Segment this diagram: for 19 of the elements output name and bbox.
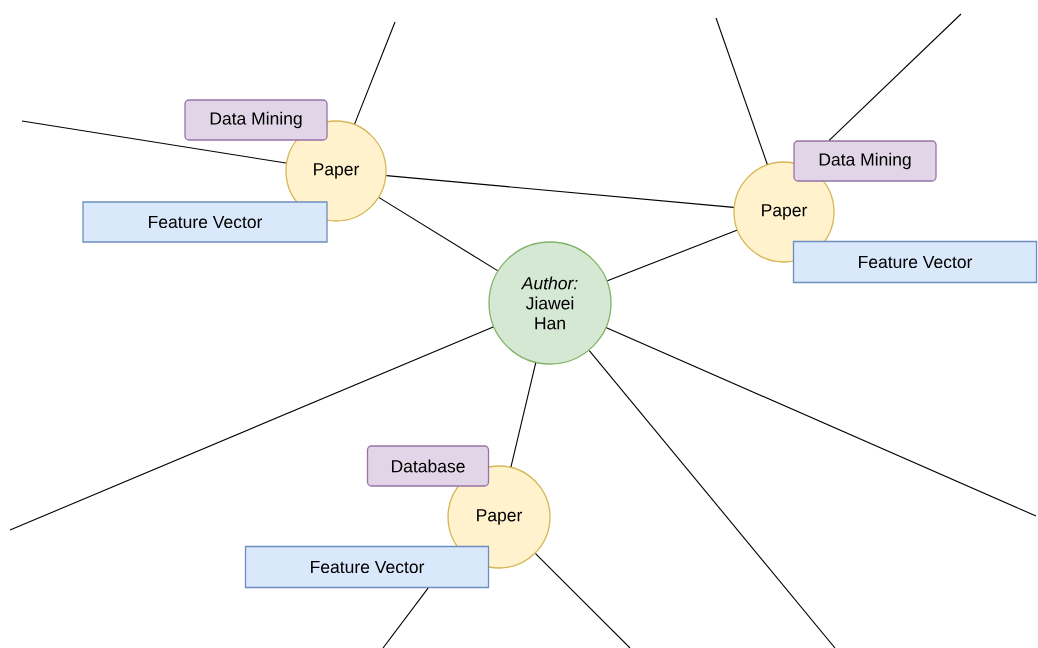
connector-line xyxy=(21,120,287,164)
feature-vector-box: Feature Vector xyxy=(792,240,1038,284)
connector-line xyxy=(535,553,631,648)
feature-vector-box: Feature Vector xyxy=(82,201,328,243)
connector-line xyxy=(715,17,768,165)
connector-line xyxy=(510,362,537,468)
connector-line xyxy=(828,13,962,141)
topic-tag: Data Mining xyxy=(793,140,937,182)
connector-line xyxy=(354,21,396,125)
connector-line xyxy=(606,229,738,282)
connector-line xyxy=(382,587,429,648)
connector-line xyxy=(605,327,1037,517)
connector-line xyxy=(378,197,499,272)
topic-tag: Data Mining xyxy=(184,99,328,141)
topic-tag: Database xyxy=(366,445,490,487)
connector-line xyxy=(9,326,494,531)
connector-line xyxy=(588,349,836,648)
connector-line xyxy=(385,175,735,208)
feature-vector-box: Feature Vector xyxy=(244,545,490,589)
